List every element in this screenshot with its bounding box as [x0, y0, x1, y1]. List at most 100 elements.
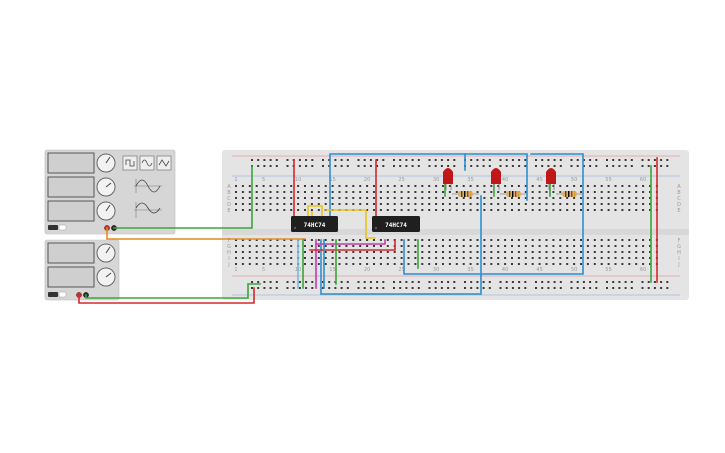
breadboard-hole[interactable] — [359, 257, 362, 259]
breadboard-hole[interactable] — [490, 197, 493, 199]
breadboard-hole[interactable] — [248, 251, 251, 253]
breadboard-hole[interactable] — [435, 203, 438, 205]
breadboard-hole[interactable] — [373, 245, 375, 247]
breadboard-hole[interactable] — [511, 245, 513, 247]
breadboard-hole[interactable] — [462, 209, 465, 211]
breadboard-hole[interactable] — [462, 245, 465, 247]
breadboard-hole[interactable] — [317, 251, 320, 253]
breadboard-hole[interactable] — [586, 263, 589, 265]
breadboard-hole[interactable] — [366, 191, 369, 193]
breadboard-hole[interactable] — [269, 257, 272, 259]
breadboard-hole[interactable] — [538, 263, 541, 265]
breadboard-hole[interactable] — [586, 191, 589, 193]
breadboard-hole[interactable] — [366, 251, 369, 253]
breadboard-hole[interactable] — [400, 197, 403, 199]
breadboard-hole[interactable] — [428, 257, 431, 259]
breadboard-hole[interactable] — [576, 287, 579, 289]
breadboard-hole[interactable] — [359, 245, 362, 247]
breadboard-hole[interactable] — [518, 165, 521, 167]
breadboard-hole[interactable] — [595, 165, 598, 167]
breadboard-hole[interactable] — [660, 287, 663, 289]
breadboard-hole[interactable] — [400, 257, 403, 259]
breadboard-hole[interactable] — [379, 263, 382, 265]
breadboard-hole[interactable] — [531, 239, 534, 241]
breadboard-hole[interactable] — [600, 209, 603, 211]
breadboard-hole[interactable] — [317, 185, 320, 187]
triangle-wave-button[interactable] — [156, 155, 172, 171]
breadboard-hole[interactable] — [570, 165, 573, 167]
breadboard-hole[interactable] — [286, 165, 289, 167]
breadboard-hole[interactable] — [292, 287, 295, 289]
breadboard-hole[interactable] — [504, 257, 507, 259]
breadboard-hole[interactable] — [386, 257, 389, 259]
breadboard-hole[interactable] — [345, 239, 348, 241]
breadboard-hole[interactable] — [490, 203, 493, 205]
ic-chip-1[interactable]: 74HC74 — [291, 216, 338, 232]
breadboard-hole[interactable] — [421, 263, 424, 265]
breadboard-hole[interactable] — [255, 239, 258, 241]
breadboard-hole[interactable] — [593, 239, 596, 241]
breadboard-hole[interactable] — [612, 165, 615, 167]
breadboard-hole[interactable] — [618, 165, 621, 167]
breadboard-hole[interactable] — [666, 287, 669, 289]
breadboard-hole[interactable] — [504, 263, 507, 265]
breadboard-hole[interactable] — [283, 239, 286, 241]
breadboard-hole[interactable] — [359, 203, 362, 205]
breadboard-hole[interactable] — [310, 197, 313, 199]
breadboard-hole[interactable] — [276, 251, 279, 253]
breadboard-hole[interactable] — [490, 245, 493, 247]
breadboard-hole[interactable] — [666, 159, 669, 161]
breadboard-hole[interactable] — [607, 191, 610, 193]
breadboard-hole[interactable] — [414, 209, 417, 211]
breadboard-hole[interactable] — [607, 251, 610, 253]
breadboard-hole[interactable] — [497, 203, 500, 205]
breadboard-hole[interactable] — [379, 239, 382, 241]
breadboard-hole[interactable] — [524, 203, 527, 205]
breadboard[interactable]: 1155101015152020252530303535404045455050… — [222, 150, 689, 300]
breadboard-hole[interactable] — [482, 165, 485, 167]
breadboard-hole[interactable] — [483, 185, 486, 187]
breadboard-hole[interactable] — [455, 191, 458, 193]
breadboard-hole[interactable] — [447, 159, 450, 161]
breadboard-hole[interactable] — [340, 281, 343, 283]
breadboard-hole[interactable] — [517, 251, 520, 253]
breadboard-hole[interactable] — [545, 185, 548, 187]
breadboard-hole[interactable] — [345, 185, 348, 187]
breadboard-hole[interactable] — [517, 185, 520, 187]
breadboard-hole[interactable] — [504, 245, 507, 247]
breadboard-hole[interactable] — [373, 263, 375, 265]
breadboard-hole[interactable] — [276, 257, 279, 259]
breadboard-hole[interactable] — [621, 239, 624, 241]
breadboard-hole[interactable] — [428, 239, 431, 241]
breadboard-hole[interactable] — [580, 263, 582, 265]
breadboard-hole[interactable] — [553, 159, 556, 161]
breadboard-hole[interactable] — [324, 245, 327, 247]
breadboard-hole[interactable] — [490, 191, 493, 193]
breadboard-hole[interactable] — [328, 281, 331, 283]
breadboard-hole[interactable] — [607, 185, 610, 187]
breadboard-hole[interactable] — [373, 197, 375, 199]
breadboard-hole[interactable] — [580, 251, 582, 253]
breadboard-hole[interactable] — [304, 209, 306, 211]
breadboard-hole[interactable] — [647, 287, 650, 289]
breadboard-hole[interactable] — [340, 287, 343, 289]
breadboard-hole[interactable] — [490, 185, 493, 187]
breadboard-hole[interactable] — [241, 263, 244, 265]
breadboard-hole[interactable] — [476, 185, 479, 187]
breadboard-hole[interactable] — [421, 251, 424, 253]
breadboard-hole[interactable] — [517, 239, 520, 241]
breadboard-hole[interactable] — [331, 263, 334, 265]
breadboard-hole[interactable] — [435, 251, 438, 253]
breadboard-hole[interactable] — [352, 263, 355, 265]
breadboard-hole[interactable] — [469, 203, 472, 205]
breadboard-hole[interactable] — [386, 263, 389, 265]
breadboard-hole[interactable] — [483, 203, 486, 205]
breadboard-hole[interactable] — [317, 245, 320, 247]
breadboard-hole[interactable] — [435, 209, 438, 211]
breadboard-hole[interactable] — [505, 287, 508, 289]
breadboard-hole[interactable] — [483, 251, 486, 253]
breadboard-hole[interactable] — [417, 165, 420, 167]
breadboard-hole[interactable] — [286, 281, 289, 283]
breadboard-hole[interactable] — [442, 239, 444, 241]
breadboard-hole[interactable] — [499, 159, 502, 161]
